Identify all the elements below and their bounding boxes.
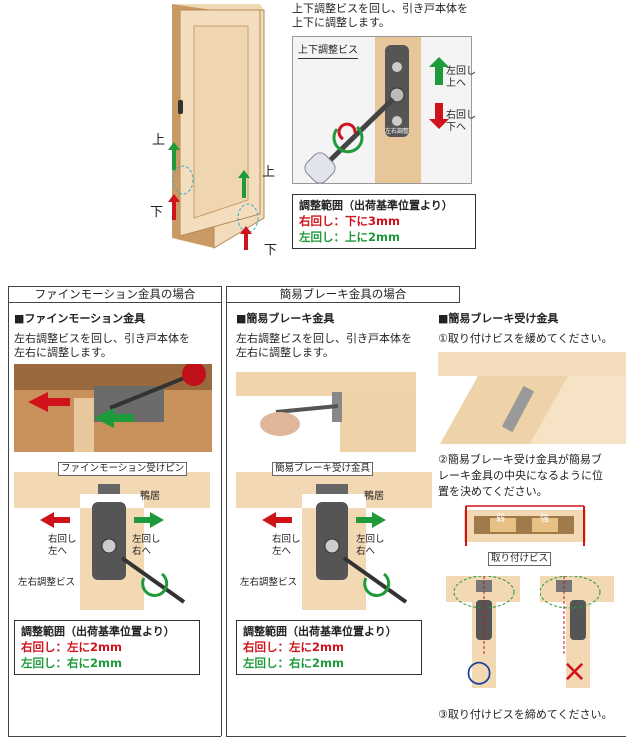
fine-diagram bbox=[14, 462, 210, 610]
range-red-line: 右回し：左に2mm bbox=[243, 640, 344, 654]
brake-adjust-range-box: 調整範囲（出荷基準位置より） 右回し：左に2mm 左回し：右に2mm bbox=[236, 620, 422, 675]
door-down-label-right: 下 bbox=[264, 243, 278, 258]
brake-left-label: 右回し左へ bbox=[272, 534, 301, 557]
weak-label: 弱 bbox=[496, 514, 506, 524]
up-arrow-icon bbox=[429, 57, 449, 85]
receiver-subtitle: ■簡易ブレーキ受け金具 bbox=[438, 312, 559, 325]
receiver-photo bbox=[438, 352, 626, 444]
brake-photo bbox=[236, 364, 416, 452]
receiver-step1: ①取り付けビスを緩めてください。 bbox=[438, 332, 613, 345]
top-description-line1: 上下調整ビスを回し、引き戸本体を bbox=[292, 2, 468, 15]
zoom-circle-right bbox=[237, 203, 259, 233]
door-up-label-right: 上 bbox=[262, 165, 276, 180]
up-arrow-icon bbox=[168, 142, 180, 170]
range-green-line: 左回し：右に2mm bbox=[243, 656, 344, 670]
top-adjust-range-box: 調整範囲（出荷基準位置より） 右回し：下に3mm 左回し：上に2mm bbox=[292, 194, 476, 249]
plate-text: 左右調整 bbox=[385, 127, 409, 135]
fine-right-label: 左回し右へ bbox=[132, 534, 161, 557]
brake-screw-label: 左右調整ビス bbox=[240, 577, 298, 588]
range-title: 調整範囲（出荷基準位置より） bbox=[299, 199, 453, 212]
brake-receiver-label: 簡易ブレーキ受け金具 bbox=[272, 462, 374, 476]
left-turn-up-label: 左回し上へ bbox=[446, 66, 476, 89]
left-arrow-icon bbox=[40, 512, 70, 528]
receiver-ok-diagram bbox=[446, 576, 520, 688]
left-arrow-icon bbox=[28, 392, 70, 412]
simple-brake-header: 簡易ブレーキ金具の場合 bbox=[226, 286, 460, 303]
brake-desc-line2: 左右に調整します。 bbox=[236, 346, 334, 359]
range-red-line: 右回し：左に2mm bbox=[21, 640, 122, 654]
receiver-centering-diagram bbox=[460, 502, 590, 564]
right-arrow-icon bbox=[134, 512, 164, 528]
range-green-line: 左回し：上に2mm bbox=[299, 230, 400, 244]
brake-kamoi-label: 鴨居 bbox=[364, 491, 384, 502]
down-arrow-icon bbox=[429, 103, 449, 129]
door-handle bbox=[178, 100, 183, 114]
fine-screw-label: 左右調整ビス bbox=[18, 577, 76, 588]
range-title: 調整範囲（出荷基準位置より） bbox=[21, 625, 175, 638]
left-arrow-icon bbox=[262, 512, 292, 528]
receiver-ng-diagram bbox=[540, 576, 614, 688]
fine-adjust-range-box: 調整範囲（出荷基準位置より） 右回し：左に2mm 左回し：右に2mm bbox=[14, 620, 200, 675]
fine-left-label: 右回し左へ bbox=[48, 534, 77, 557]
strong-label: 強 bbox=[540, 514, 550, 524]
range-title: 調整範囲（出荷基準位置より） bbox=[243, 625, 397, 638]
divider-mid2 bbox=[226, 302, 227, 736]
ok-mark-icon: ○ bbox=[466, 654, 493, 689]
fine-photo bbox=[14, 364, 212, 452]
top-description-line2: 上下に調整します。 bbox=[292, 16, 390, 29]
right-turn-down-label: 右回し下へ bbox=[446, 110, 476, 133]
right-arrow-icon bbox=[94, 408, 134, 428]
brake-desc-line1: 左右調整ビスを回し、引き戸本体を bbox=[236, 332, 412, 345]
zoom-circle-left bbox=[172, 165, 194, 195]
fine-motion-header: ファインモーション金具の場合 bbox=[8, 286, 222, 303]
divider-mid bbox=[221, 302, 222, 736]
vertical-screw-detail: 左右調整 bbox=[292, 36, 472, 184]
door-illustration bbox=[168, 4, 265, 250]
down-arrow-icon bbox=[168, 194, 180, 220]
bottom-border-left bbox=[8, 736, 221, 737]
fine-kamoi-label: 鴨居 bbox=[140, 491, 160, 502]
bottom-border-right bbox=[226, 736, 626, 737]
ng-mark-icon: × bbox=[562, 654, 588, 689]
brake-subtitle: ■簡易ブレーキ金具 bbox=[236, 312, 335, 325]
right-arrow-icon bbox=[356, 512, 386, 528]
brake-right-label: 左回し右へ bbox=[356, 534, 385, 557]
receiver-step3: ③取り付けビスを締めてください。 bbox=[438, 708, 613, 721]
fine-subtitle: ■ファインモーション金具 bbox=[14, 312, 146, 325]
vertical-screw-label: 上下調整ビス bbox=[298, 44, 358, 59]
up-arrow-icon bbox=[238, 170, 250, 198]
down-arrow-icon bbox=[240, 226, 252, 250]
fine-pin-label: ファインモーション受けピン bbox=[58, 462, 188, 476]
divider-left bbox=[8, 302, 9, 736]
door-up-label: 上 bbox=[152, 133, 166, 148]
brake-diagram bbox=[236, 462, 432, 610]
receiver-step2: ②簡易ブレーキ受け金具が簡易ブ レーキ金具の中央になるように位 置を決めてくださ… bbox=[438, 453, 603, 498]
range-red-line: 右回し：下に3mm bbox=[299, 214, 400, 228]
fine-desc-line1: 左右調整ビスを回し、引き戸本体を bbox=[14, 332, 190, 345]
fix-screw-label: 取り付けビス bbox=[488, 552, 552, 566]
fine-desc-line2: 左右に調整します。 bbox=[14, 346, 112, 359]
door-down-label: 下 bbox=[150, 205, 164, 220]
range-green-line: 左回し：右に2mm bbox=[21, 656, 122, 670]
